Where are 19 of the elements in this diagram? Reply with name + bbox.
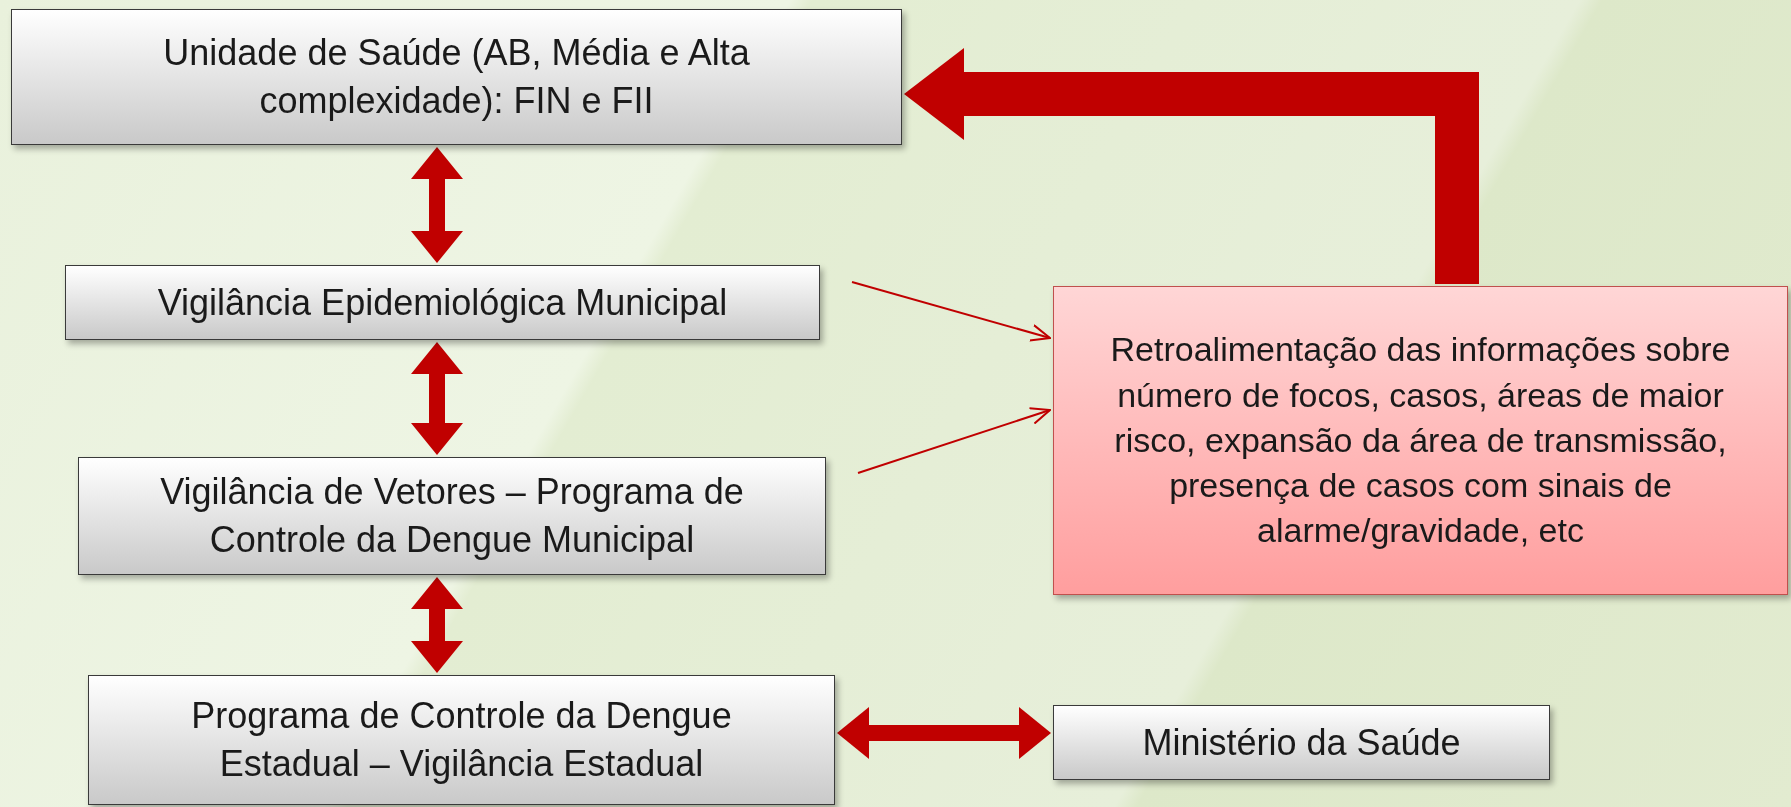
process-box: [88, 675, 835, 805]
arrow: [857, 407, 1051, 474]
process-box: [11, 9, 902, 145]
arrow: [851, 281, 1051, 342]
feedback-arrow: [904, 48, 1479, 284]
process-box: [1053, 705, 1550, 780]
box-text: Programa de Controle da Dengue Estadual – Vigilância Estadual: [190, 694, 733, 786]
box-text: Unidade de Saúde (AB, Média e Alta complexidade): FIN e FII: [162, 31, 751, 123]
box-text: Vigilância Epidemiológica Municipal: [157, 280, 728, 325]
double-arrow: [411, 577, 463, 673]
double-arrow: [411, 147, 463, 263]
box-text: Ministério da Saúde: [1142, 720, 1461, 765]
process-box: [65, 265, 820, 340]
box-text: Vigilância de Vetores – Programa de Controle da Dengue Municipal: [159, 470, 745, 562]
box-text: Retroalimentação das informações sobre número de focos, casos, áreas de maior risco, expansão da área de transmissão, presença de casos com sinais de alarme/gravidade, etc: [1109, 329, 1732, 552]
double-arrow: [837, 707, 1051, 759]
process-box: [78, 457, 826, 575]
double-arrow: [411, 342, 463, 455]
note-box: [1053, 286, 1788, 595]
